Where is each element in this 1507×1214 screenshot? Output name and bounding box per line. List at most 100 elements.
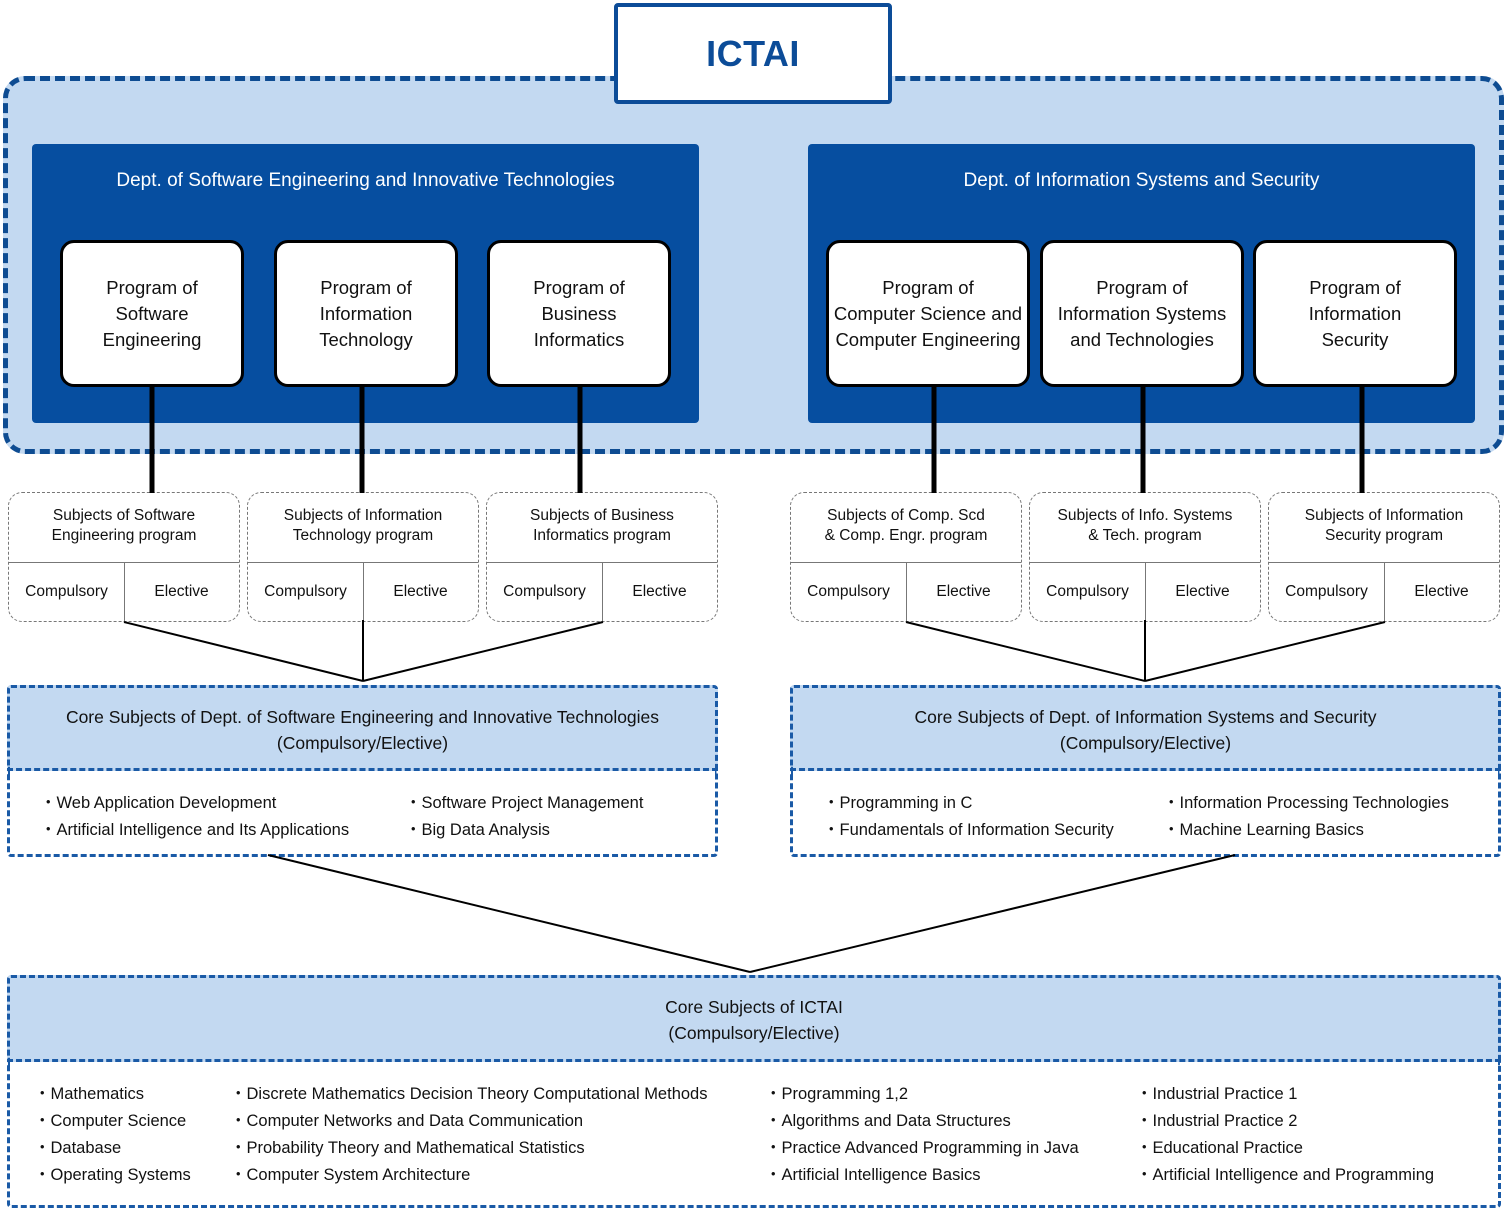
compulsory-cell: Compulsory: [25, 582, 108, 600]
program-line: Program of: [882, 276, 974, 298]
program-information-systems: Program of Information Systems and Technol…: [1040, 240, 1244, 387]
core-item: Web Application Development: [40, 789, 277, 813]
divider: [363, 562, 364, 621]
program-line: Business: [541, 302, 617, 324]
program-line: Information Systems: [1057, 302, 1227, 324]
program-line: Information: [319, 302, 413, 324]
core-item: Operating Systems: [34, 1161, 191, 1185]
core-item: Probability Theory and Mathematical Stat…: [230, 1134, 585, 1158]
compulsory-cell: Compulsory: [807, 582, 890, 600]
connector-right-3: [1144, 621, 1386, 682]
core-item: Educational Practice: [1136, 1134, 1303, 1158]
core-item: Artificial Intelligence Basics: [765, 1161, 981, 1185]
core-item: Programming in C: [823, 789, 973, 813]
ictai-root-box: ICTAI: [614, 3, 892, 104]
core-item: Programming 1,2: [765, 1080, 909, 1104]
core-item: Artificial Intelligence and Programming: [1136, 1161, 1435, 1185]
core-dept-infosys-header: Core Subjects of Dept. of Information Sy…: [790, 685, 1501, 771]
program-line: Program of: [1309, 276, 1401, 298]
core-dept-infosys-list: Programming in C Fundamentals of Informa…: [790, 771, 1501, 857]
core-item: Practice Advanced Programming in Java: [765, 1134, 1079, 1158]
core-item: Fundamentals of Information Security: [823, 816, 1114, 840]
core-item: Mathematics: [34, 1080, 145, 1104]
dept-title: Dept. of Software Engineering and Innova…: [116, 170, 615, 191]
program-line: Information: [1308, 302, 1402, 324]
program-line: Engineering: [102, 328, 202, 350]
core-item: Software Project Management: [405, 789, 644, 813]
program-line: Security: [1321, 328, 1389, 350]
core-item: Database: [34, 1134, 122, 1158]
dept-title: Dept. of Information Systems and Securit…: [963, 170, 1320, 191]
core-item: Big Data Analysis: [405, 816, 550, 840]
core-dept-software-list: Web Application Development Artificial I…: [7, 771, 718, 857]
program-line: Program of: [106, 276, 198, 298]
program-line: Program of: [533, 276, 625, 298]
core-title: Core Subjects of Dept. of Software Engin…: [65, 707, 660, 727]
core-ictai-header: Core Subjects of ICTAI (Compulsory/Elect…: [7, 975, 1501, 1062]
core-item: Computer System Architecture: [230, 1161, 471, 1185]
connector-core-left: [267, 854, 751, 973]
elective-cell: Elective: [154, 582, 209, 600]
program-line: Informatics: [533, 328, 625, 350]
compulsory-cell: Compulsory: [503, 582, 586, 600]
core-item: Algorithms and Data Structures: [765, 1107, 1011, 1131]
elective-cell: Elective: [393, 582, 448, 600]
connector-left-3: [362, 621, 604, 682]
program-line: and Technologies: [1070, 328, 1214, 350]
elective-cell: Elective: [936, 582, 991, 600]
elective-cell: Elective: [632, 582, 687, 600]
core-ictai-list: Mathematics Computer Science Database Op…: [7, 1062, 1501, 1208]
core-item: Industrial Practice 1: [1136, 1080, 1298, 1104]
program-line: Program of: [1096, 276, 1188, 298]
program-line: Computer Science and: [833, 302, 1023, 324]
compulsory-cell: Compulsory: [1285, 582, 1368, 600]
program-line: Software: [115, 302, 189, 324]
core-item: Computer Networks and Data Communication: [230, 1107, 584, 1131]
program-line: Program of: [320, 276, 412, 298]
core-subtitle: (Compulsory/Elective): [668, 1023, 840, 1043]
connector-left-1: [123, 621, 364, 682]
core-item: Discrete Mathematics Decision Theory Com…: [230, 1080, 708, 1104]
core-title: Core Subjects of ICTAI: [665, 997, 843, 1017]
divider: [602, 562, 603, 621]
program-line: Computer Engineering: [835, 328, 1021, 350]
ictai-title: ICTAI: [706, 32, 800, 74]
program-line: Technology: [319, 328, 413, 350]
connector-right-1: [905, 621, 1146, 682]
core-item: Computer Science: [34, 1107, 187, 1131]
divider: [124, 562, 125, 621]
compulsory-cell: Compulsory: [264, 582, 347, 600]
core-dept-software-header: Core Subjects of Dept. of Software Engin…: [7, 685, 718, 771]
core-item: Industrial Practice 2: [1136, 1107, 1298, 1131]
subjects-information-systems: Subjects of Info. Systems& Tech. program…: [1029, 492, 1261, 622]
core-subtitle: (Compulsory/Elective): [1059, 733, 1232, 753]
elective-cell: Elective: [1175, 582, 1230, 600]
core-subtitle: (Compulsory/Elective): [276, 733, 449, 753]
elective-cell: Elective: [1414, 582, 1469, 600]
core-item: Machine Learning Basics: [1163, 816, 1364, 840]
compulsory-cell: Compulsory: [1046, 582, 1129, 600]
core-title: Core Subjects of Dept. of Information Sy…: [914, 707, 1377, 727]
connector-core-right: [749, 854, 1236, 973]
subjects-computer-science: Subjects of Comp. Scd& Comp. Engr. progr…: [790, 492, 1022, 622]
divider: [906, 562, 907, 621]
core-item: Information Processing Technologies: [1163, 789, 1449, 813]
core-item: Artificial Intelligence and Its Applicat…: [40, 816, 350, 840]
subjects-title: Subjects of Comp. Scd& Comp. Engr. progr…: [824, 507, 988, 544]
divider: [1145, 562, 1146, 621]
divider: [1384, 562, 1385, 621]
subjects-title: Subjects of Info. Systems& Tech. program: [1057, 507, 1233, 544]
